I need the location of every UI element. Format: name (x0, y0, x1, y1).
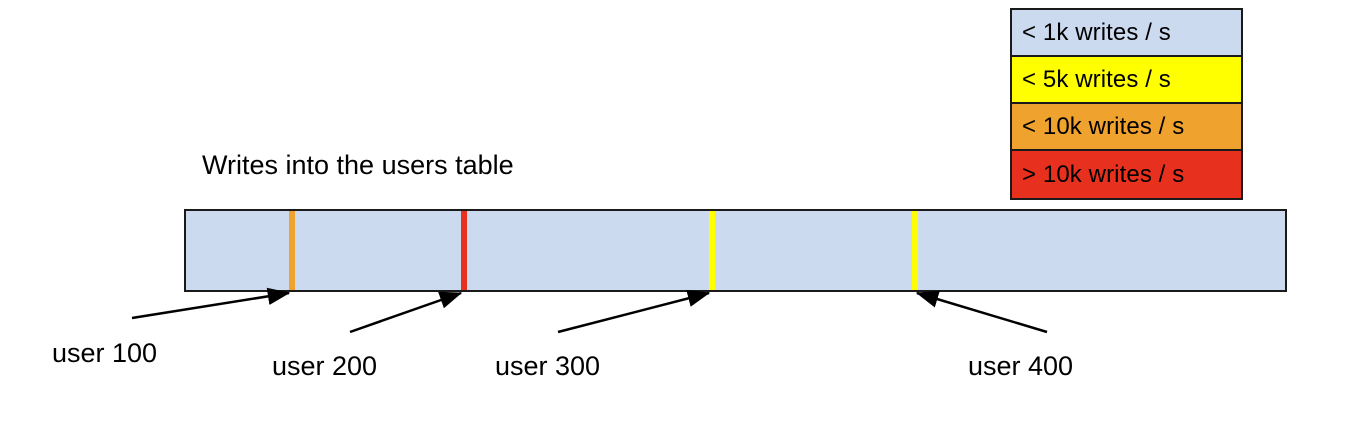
legend-row-under-10k: < 10k writes / s (1012, 104, 1241, 151)
users-table-keyspace-bar (184, 209, 1287, 292)
annotation-label-user-200: user 200 (272, 351, 378, 381)
legend-row-under-5k: < 5k writes / s (1012, 57, 1241, 104)
hot-row-stripe-user-100 (289, 211, 295, 290)
legend-label-under-1k: < 1k writes / s (1022, 18, 1171, 46)
diagram-caption: Writes into the users table (202, 150, 514, 180)
legend-label-over-10k: > 10k writes / s (1022, 160, 1185, 188)
annotation-user-400-arrow (915, 290, 1048, 334)
legend-row-under-1k: < 1k writes / s (1012, 10, 1241, 57)
annotation-user-200-arrow (349, 291, 463, 334)
legend-label-under-5k: < 5k writes / s (1022, 65, 1171, 93)
annotation-user-100-arrow (131, 287, 291, 320)
legend-label-under-10k: < 10k writes / s (1022, 112, 1185, 140)
write-rate-legend: < 1k writes / s < 5k writes / s < 10k wr… (1010, 8, 1243, 200)
annotation-label-user-300: user 300 (495, 351, 601, 381)
annotation-user-300-arrow (557, 289, 711, 334)
annotation-label-user-400: user 400 (968, 351, 1074, 381)
hot-row-stripe-user-400 (912, 211, 918, 290)
hot-row-stripe-user-200 (461, 211, 467, 290)
annotation-label-user-100: user 100 (52, 338, 158, 368)
hot-row-stripe-user-300 (709, 211, 715, 290)
legend-row-over-10k: > 10k writes / s (1012, 151, 1241, 198)
